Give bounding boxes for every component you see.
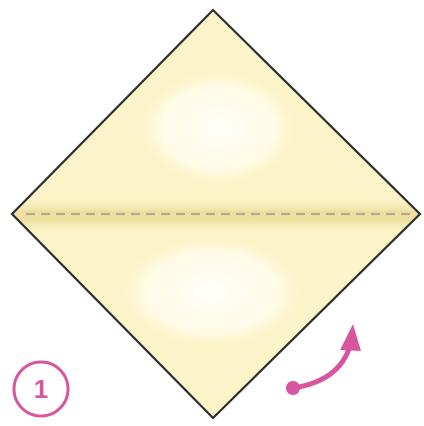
paper-highlight-bottom [116,234,308,350]
step-number: 1 [12,360,70,418]
center-fold-shade [0,196,424,236]
paper-highlight-top [136,68,300,188]
